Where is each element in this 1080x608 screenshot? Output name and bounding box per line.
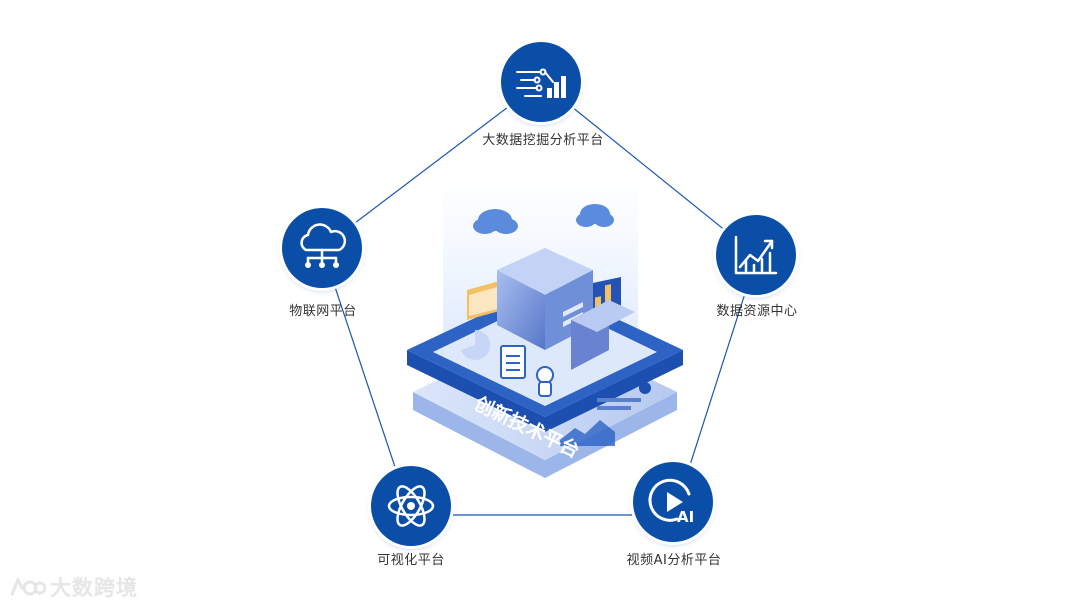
visualization-platform-node[interactable] <box>371 466 451 546</box>
trend-line-chart-icon <box>716 215 796 295</box>
play-ai-icon: AI <box>633 462 713 542</box>
video-ai-platform-node[interactable]: AI <box>633 462 713 542</box>
visualization-platform-label: 可视化平台 <box>377 549 445 568</box>
atom-icon <box>371 466 451 546</box>
bigdata-platform-label: 大数据挖掘分析平台 <box>482 129 604 148</box>
data-resource-center-label: 数据资源中心 <box>716 300 797 319</box>
central-platform-illustration: 创新技术平台 <box>395 170 695 500</box>
watermark-logo-icon <box>8 574 46 600</box>
video-ai-platform-label: 视频AI分析平台 <box>627 549 722 568</box>
watermark-text: 大数跨境 <box>50 572 138 602</box>
data-flow-bar-chart-icon <box>501 42 581 122</box>
watermark: 大数跨境 <box>8 572 138 602</box>
bigdata-platform-node[interactable] <box>501 42 581 122</box>
data-resource-center-node[interactable] <box>716 215 796 295</box>
iot-platform-node[interactable] <box>282 208 362 288</box>
iot-platform-label: 物联网平台 <box>289 300 357 319</box>
svg-text:AI: AI <box>677 508 694 526</box>
cloud-network-icon <box>282 208 362 288</box>
